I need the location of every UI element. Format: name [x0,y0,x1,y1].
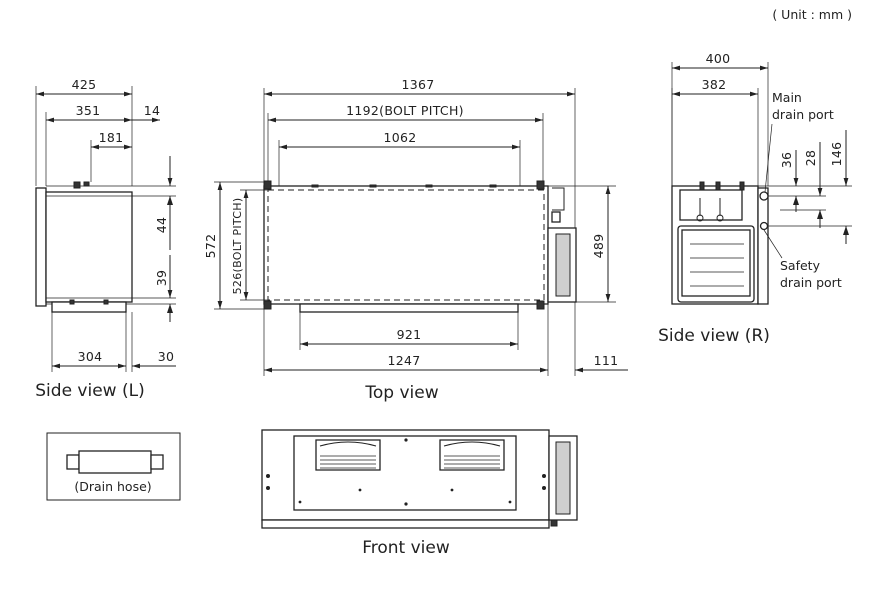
main-drain-label-2: drain port [772,107,834,122]
safety-drain-label-2: drain port [780,275,842,290]
dim-44: 44 [154,217,169,234]
dim-1062: 1062 [383,130,416,145]
top-view-caption: Top view [364,383,438,403]
dim-28: 28 [803,150,818,167]
dim-14: 14 [144,103,161,118]
dim-36: 36 [779,152,794,169]
drain-hose-caption: (Drain hose) [74,479,151,494]
top-view-body [263,185,549,305]
drain-hose-box: (Drain hose) [46,432,181,501]
dim-1367: 1367 [401,77,434,92]
side-view-left-caption: Side view (L) [35,381,144,401]
side-view-right-caption: Side view (R) [658,326,770,346]
main-drain-label: Main [772,90,802,105]
dim-181: 181 [99,130,124,145]
dim-1247: 1247 [387,353,420,368]
side-view-left: 425 351 14 181 44 39 304 30 Side view (L… [35,77,176,401]
dim-526-bolt-pitch: 526(BOLT PITCH) [231,198,244,295]
side-left-flange [35,187,47,307]
dim-400: 400 [706,51,731,66]
side-view-right: 400 382 36 28 146 Main drain port Safety… [658,51,852,346]
dim-382: 382 [702,77,727,92]
dim-39: 39 [154,270,169,287]
dim-425: 425 [72,77,97,92]
top-view: 1367 1192(BOLT PITCH) 1062 572 526(BOLT … [203,77,628,403]
dim-146: 146 [829,142,844,167]
main-drain-port [759,191,769,201]
dim-30: 30 [158,349,175,364]
dim-111: 111 [594,353,619,368]
dim-351: 351 [76,103,101,118]
unit-note: ( Unit : mm ) [772,7,852,22]
fan-outlet-right [439,439,505,471]
safety-drain-port [759,221,769,231]
dim-304: 304 [78,349,103,364]
front-view: Front view [261,429,578,558]
dim-572: 572 [203,234,218,259]
side-left-body [45,191,133,303]
safety-drain-label: Safety [780,258,821,273]
fan-outlet-left [315,439,381,471]
dim-1192-bolt-pitch: 1192(BOLT PITCH) [346,103,464,118]
dim-921: 921 [397,327,422,342]
front-view-caption: Front view [362,538,450,558]
dim-489: 489 [591,234,606,259]
